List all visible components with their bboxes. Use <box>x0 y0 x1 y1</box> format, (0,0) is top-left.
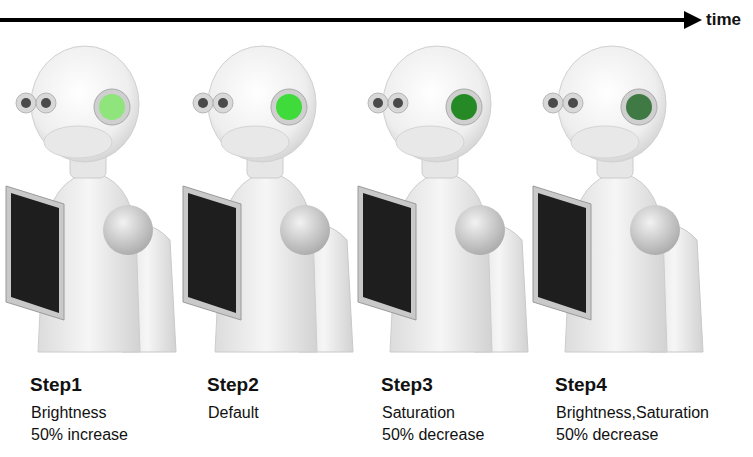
step-description: Brightness 50% increase <box>31 402 135 446</box>
step-label: Step3 <box>381 373 501 397</box>
time-axis <box>0 18 688 22</box>
eye-led <box>626 94 652 120</box>
robot-figure <box>358 46 528 352</box>
step-description: Brightness,Saturation 50% decrease <box>556 402 728 446</box>
arrow-head <box>684 11 702 29</box>
step-label: Step4 <box>555 373 675 397</box>
step-label: Step2 <box>207 373 327 397</box>
axis-label: time <box>706 9 751 31</box>
robot-figure <box>533 46 703 352</box>
eye-led <box>451 94 477 120</box>
step-description: Saturation 50% decrease <box>382 402 486 446</box>
robot-figure <box>6 46 176 352</box>
eye-led <box>99 94 125 120</box>
step-description: Default <box>208 402 312 424</box>
robot-figure <box>183 46 353 352</box>
step-label: Step1 <box>30 373 150 397</box>
eye-led <box>276 94 302 120</box>
